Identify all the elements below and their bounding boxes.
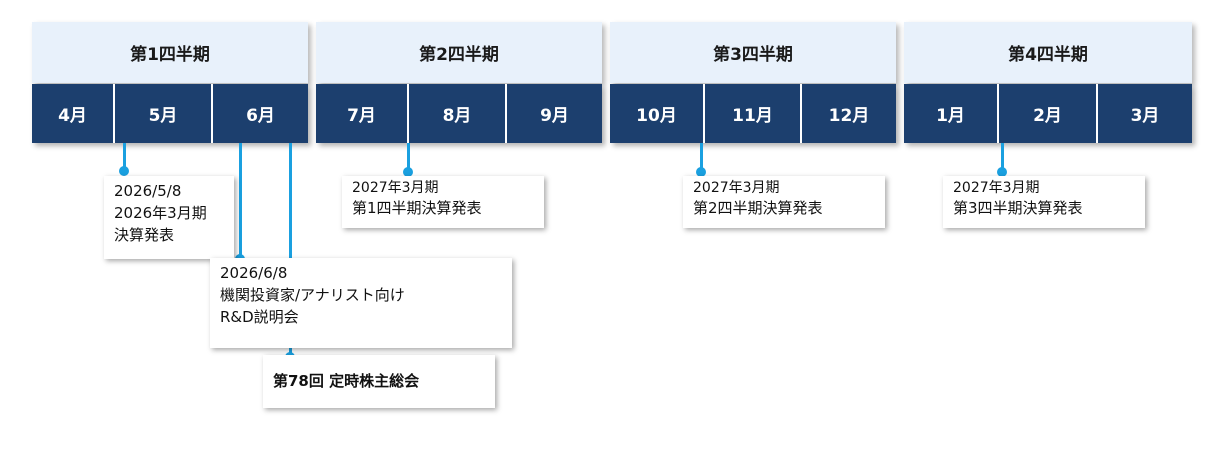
quarter-label: 第4四半期 [1008, 45, 1088, 65]
month-cell: 7月 [316, 84, 407, 143]
quarter-months-q3 [610, 84, 896, 143]
event-date: 2026/5/8 [114, 182, 182, 200]
event-shareholders-meeting: 第78回 定時株主総会 [263, 355, 495, 408]
month-divider [800, 84, 802, 143]
month-label: 12月 [828, 106, 870, 126]
event-earnings-q3: 2027年3月期 第3四半期決算発表 [943, 176, 1145, 228]
event-marker-dot [696, 167, 706, 177]
event-connector [700, 143, 703, 170]
event-audience: 機関投資家/アナリスト向け [220, 286, 405, 304]
event-title: 第2四半期決算発表 [693, 199, 823, 217]
month-divider [113, 84, 115, 143]
month-cell: 2月 [999, 84, 1096, 143]
month-label: 4月 [58, 106, 87, 126]
quarter-header-q3: 第3四半期 [610, 22, 896, 83]
event-period: 2027年3月期 [953, 180, 1040, 196]
month-divider [505, 84, 507, 143]
month-cell: 4月 [32, 84, 113, 143]
month-divider [703, 84, 705, 143]
event-rd-briefing: 2026/6/8 機関投資家/アナリスト向け R&D説明会 [210, 258, 512, 348]
quarter-months-q4 [904, 84, 1192, 143]
quarter-header-q1: 第1四半期 [32, 22, 308, 83]
month-cell: 8月 [409, 84, 505, 143]
month-label: 5月 [148, 106, 178, 126]
month-label: 1月 [936, 106, 965, 126]
event-title: 第78回 定時株主総会 [273, 372, 420, 390]
quarter-label: 第2四半期 [419, 45, 499, 65]
quarter-months-q2 [316, 84, 602, 143]
event-title: R&D説明会 [220, 308, 299, 326]
event-period: 2027年3月期 [693, 180, 780, 196]
quarter-label: 第1四半期 [130, 45, 210, 65]
quarter-months-q1 [32, 84, 308, 143]
event-period: 2027年3月期 [352, 180, 439, 196]
event-marker-dot [997, 167, 1007, 177]
event-period: 2026年3月期 [114, 204, 207, 222]
month-cell: 12月 [802, 84, 896, 143]
month-cell: 6月 [213, 84, 308, 143]
event-earnings-q1: 2027年3月期 第1四半期決算発表 [342, 176, 544, 228]
event-title: 第1四半期決算発表 [352, 199, 482, 217]
event-earnings-fy2026: 2026/5/8 2026年3月期 決算発表 [104, 176, 234, 259]
month-cell: 10月 [610, 84, 703, 143]
event-connector [239, 143, 242, 258]
month-label: 6月 [246, 106, 275, 126]
month-label: 11月 [732, 106, 773, 126]
event-marker-dot [119, 166, 129, 176]
month-cell: 11月 [705, 84, 800, 143]
quarter-header-q4: 第4四半期 [904, 22, 1192, 83]
month-divider [1096, 84, 1098, 143]
month-label: 10月 [636, 106, 677, 126]
month-label: 9月 [540, 106, 569, 126]
event-title: 決算発表 [114, 226, 175, 244]
month-cell: 5月 [115, 84, 211, 143]
month-label: 2月 [1033, 106, 1062, 126]
event-connector [289, 143, 292, 355]
month-label: 7月 [347, 106, 376, 126]
month-cell: 1月 [904, 84, 997, 143]
month-divider [997, 84, 999, 143]
month-label: 8月 [442, 106, 472, 126]
month-divider [407, 84, 409, 143]
month-divider [211, 84, 213, 143]
event-connector [407, 143, 410, 170]
month-label: 3月 [1130, 106, 1160, 126]
month-cell: 9月 [507, 84, 602, 143]
event-connector [1001, 143, 1004, 170]
event-connector [123, 143, 126, 169]
event-earnings-q2: 2027年3月期 第2四半期決算発表 [683, 176, 885, 228]
month-cell: 3月 [1098, 84, 1192, 143]
event-title: 第3四半期決算発表 [953, 199, 1083, 217]
quarter-label: 第3四半期 [713, 45, 793, 65]
quarter-header-q2: 第2四半期 [316, 22, 602, 83]
event-marker-dot [403, 167, 413, 177]
event-date: 2026/6/8 [220, 264, 288, 282]
